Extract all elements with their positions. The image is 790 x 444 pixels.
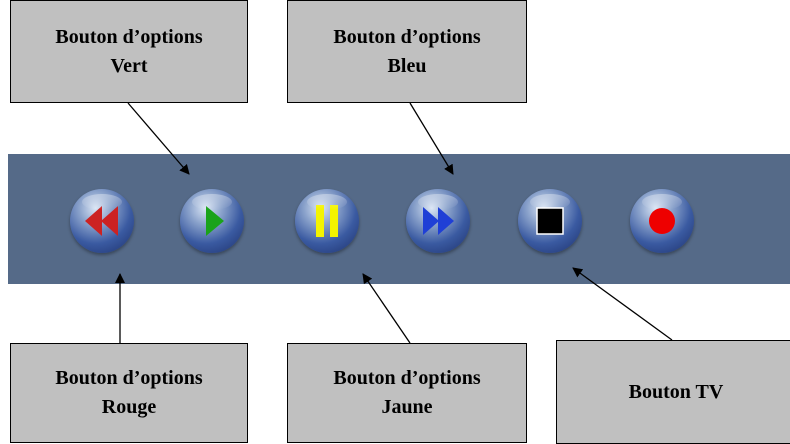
record-button[interactable] [630, 189, 694, 253]
blue-fast-forward-button[interactable] [406, 189, 470, 253]
callout-tv-line1: Bouton TV [628, 380, 724, 403]
callout-vert-line2: Vert [110, 54, 148, 77]
arrow-jaune [362, 273, 411, 344]
fast-forward-icon [423, 207, 454, 235]
tv-stop-button[interactable] [518, 189, 582, 253]
callout-jaune-line1: Bouton d’options [333, 367, 481, 389]
yellow-pause-button[interactable] [295, 189, 359, 253]
callout-rouge-line2: Rouge [101, 396, 157, 418]
callout-rouge: Bouton d’options Rouge [10, 343, 248, 443]
record-icon [649, 208, 675, 234]
callout-bleu-line1: Bouton d’options [333, 25, 481, 48]
play-icon [206, 206, 224, 236]
callout-rouge-line1: Bouton d’options [55, 367, 203, 389]
callout-jaune-line2: Jaune [381, 396, 433, 418]
callout-jaune: Bouton d’options Jaune [287, 343, 527, 443]
callout-bleu-line2: Bleu [387, 54, 427, 77]
rewind-icon [85, 206, 118, 236]
callout-vert: Bouton d’options Vert [10, 0, 248, 103]
red-rewind-button[interactable] [70, 189, 134, 253]
pause-icon [316, 205, 338, 237]
remote-button-bar [8, 154, 790, 284]
callout-bleu: Bouton d’options Bleu [287, 0, 527, 103]
callout-tv: Bouton TV [556, 340, 790, 444]
green-play-button[interactable] [180, 189, 244, 253]
stop-icon [536, 207, 564, 235]
callout-vert-line1: Bouton d’options [55, 25, 203, 48]
